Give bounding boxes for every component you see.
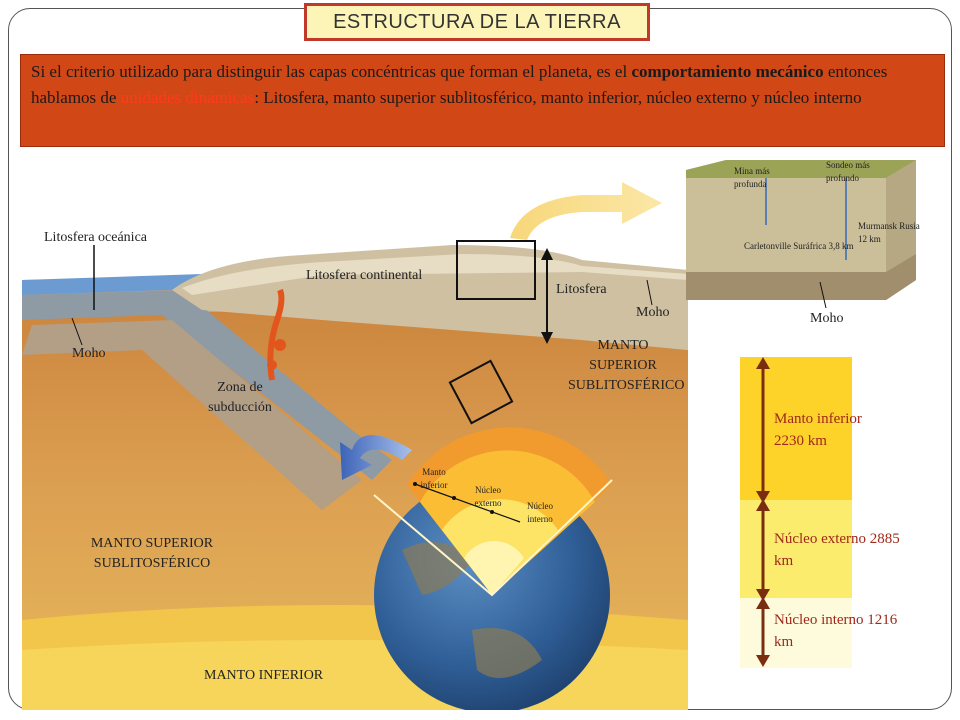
- earth-diagram: Litosfera oceánica Moho Litosfera contin…: [22, 150, 688, 710]
- slide-title: ESTRUCTURA DE LA TIERRA: [304, 3, 650, 41]
- intro-text-2: entonces hablamos de: [31, 62, 888, 107]
- label-manto-inferior-bottom: MANTO INFERIOR: [204, 668, 324, 683]
- block-label-murmansk: Murmansk Rusia 12 km: [858, 221, 920, 244]
- intro-bold: comportamiento mecánico: [631, 62, 824, 81]
- earth-cross-section: [22, 150, 688, 710]
- label-litosfera-oceanica: Litosfera oceánica: [44, 230, 147, 245]
- globe-label-nucleo-externo: Núcleo externo: [474, 485, 502, 508]
- globe-label-manto-inferior: Manto inferior: [420, 467, 448, 490]
- label-zona-subduccion: Zona de subducción: [208, 380, 272, 415]
- block-label-carletonville: Carletonville Suráfrica 3,8 km: [744, 241, 854, 251]
- block-label-mina: Mina más profunda: [734, 166, 770, 189]
- label-litosfera-continental: Litosfera continental: [306, 268, 423, 283]
- label-moho-left: Moho: [72, 346, 106, 361]
- intro-text-3: : Litosfera, manto superior sublitosféri…: [254, 88, 862, 107]
- label-litosfera: Litosfera: [556, 282, 607, 297]
- label-manto-superior-top: MANTO SUPERIOR SUBLITOSFÉRICO: [568, 338, 685, 393]
- label-manto-superior-bottom: MANTO SUPERIOR SUBLITOSFÉRICO: [90, 536, 214, 571]
- scale-bar-manto-inferior: [740, 357, 852, 500]
- scale-label-nucleo-interno: Núcleo interno 1216 km: [774, 612, 898, 650]
- crust-block: Mina más profunda Sondeo más profundo Mu…: [686, 150, 926, 340]
- intro-text-1: Si el criterio utilizado para distinguir…: [31, 62, 632, 81]
- scale-label-nucleo-externo: Núcleo externo 2885 km: [774, 531, 900, 569]
- intro-banner: Si el criterio utilizado para distinguir…: [20, 54, 945, 147]
- scale-bar-nucleo-externo: [740, 500, 852, 598]
- crust-block-drawing: [686, 160, 916, 309]
- lithosphere-zoom-box: [456, 240, 536, 300]
- block-moho-label: Moho: [810, 311, 844, 326]
- globe-label-nucleo-interno: Núcleo interno: [527, 501, 553, 524]
- block-label-sondeo: Sondeo más profundo: [826, 160, 870, 183]
- scale-arrows: [756, 357, 770, 667]
- label-moho-center: Moho: [636, 305, 670, 320]
- intro-highlight: unidades dinámicas: [120, 88, 255, 107]
- scale-label-manto-inferior: Manto inferior 2230 km: [774, 411, 862, 449]
